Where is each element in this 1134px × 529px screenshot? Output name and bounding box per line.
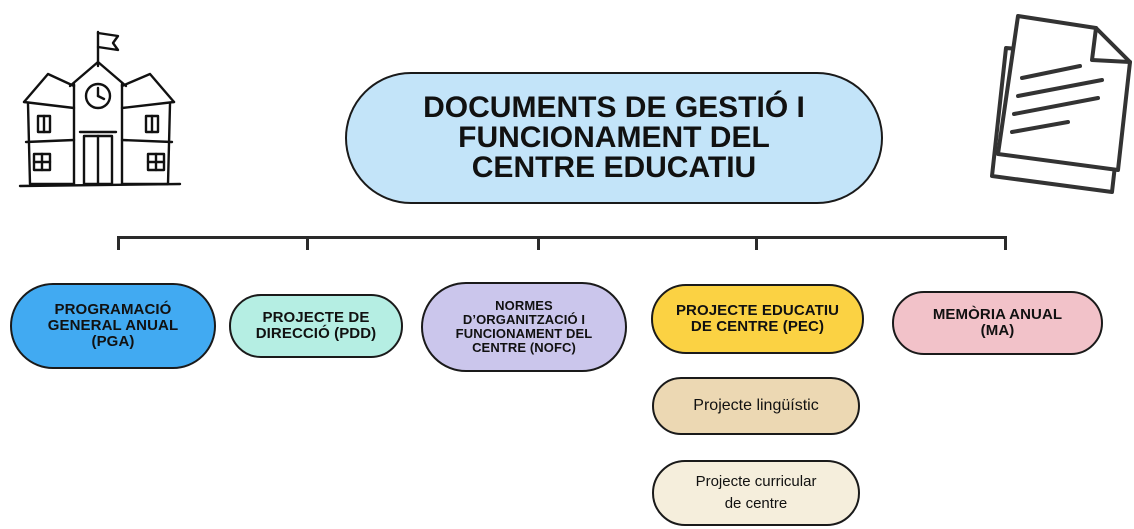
diagram-title-text: DOCUMENTS DE GESTIÓ I FUNCIONAMENT DEL C… xyxy=(423,91,805,184)
node-projecte-linguistic: Projecte lingüístic xyxy=(652,377,860,435)
school-building-icon xyxy=(18,30,182,188)
node-nofc: NORMES D’ORGANITZACIÓ I FUNCIONAMENT DEL… xyxy=(421,282,627,372)
connector-tick-ma xyxy=(1004,236,1007,250)
node-pdd-label: PROJECTE DE DIRECCIÓ (PDD) xyxy=(255,309,377,342)
node-ma: MEMÒRIA ANUAL (MA) xyxy=(892,291,1103,355)
connector-horizontal xyxy=(117,236,1007,239)
node-pga-label: PROGRAMACIÓ GENERAL ANUAL (PGA) xyxy=(47,301,179,350)
documents-icon xyxy=(990,14,1132,194)
node-nofc-label: NORMES D’ORGANITZACIÓ I FUNCIONAMENT DEL… xyxy=(455,298,593,355)
connector-tick-pdd xyxy=(306,236,309,250)
node-projecte-linguistic-label: Projecte lingüístic xyxy=(693,397,819,414)
node-pga: PROGRAMACIÓ GENERAL ANUAL (PGA) xyxy=(10,283,216,369)
node-projecte-curricular: Projecte curricular de centre xyxy=(652,460,860,526)
connector-tick-nofc xyxy=(537,236,540,250)
node-pdd: PROJECTE DE DIRECCIÓ (PDD) xyxy=(229,294,403,358)
node-pec-label: PROJECTE EDUCATIU DE CENTRE (PEC) xyxy=(675,302,840,335)
connector-tick-pec xyxy=(755,236,758,250)
diagram-title: DOCUMENTS DE GESTIÓ I FUNCIONAMENT DEL C… xyxy=(345,72,883,204)
node-pec: PROJECTE EDUCATIU DE CENTRE (PEC) xyxy=(651,284,864,354)
node-projecte-curricular-label: Projecte curricular de centre xyxy=(695,473,817,512)
connector-tick-pga xyxy=(117,236,120,250)
node-ma-label: MEMÒRIA ANUAL (MA) xyxy=(932,306,1063,339)
